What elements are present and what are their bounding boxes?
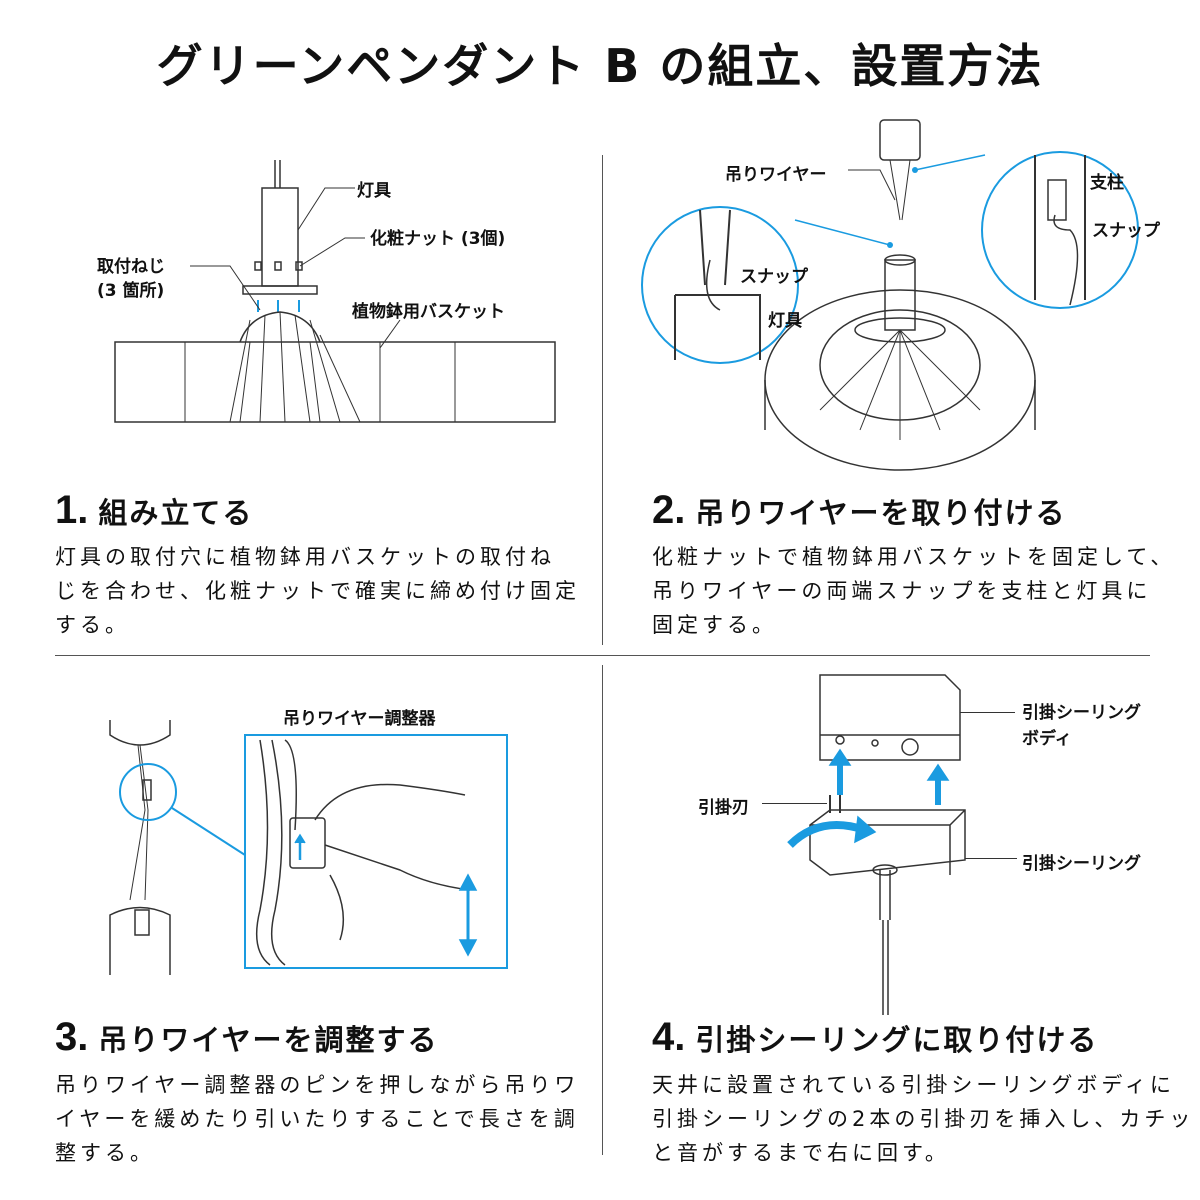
step2-description: 化粧ナットで植物鉢用バスケットを固定して、 吊りワイヤーの両端スナップを支柱と灯…	[652, 540, 1172, 642]
label-wire-adjuster: 吊りワイヤー調整器	[283, 709, 436, 729]
step2-illustration	[641, 119, 1139, 471]
divider-vertical-top	[602, 155, 603, 645]
step-number: 3.	[55, 1015, 89, 1059]
leader-line	[960, 712, 1015, 713]
divider-horizontal	[55, 655, 1150, 656]
text-line: する。	[55, 613, 130, 637]
label-snap-right: スナップ	[1092, 221, 1160, 241]
text-line: 化粧ナットで植物鉢用バスケットを固定して、	[652, 545, 1176, 569]
label-hook-blade: 引掛刃	[698, 798, 749, 818]
text-line: 固定する。	[652, 613, 777, 637]
step-title: 吊りワイヤーを調整する	[98, 1023, 439, 1057]
text-line: 整する。	[55, 1141, 155, 1165]
text-line: と音がするまで右に回す。	[652, 1141, 950, 1165]
text-line: 天井に設置されている引掛シーリングボディに	[652, 1073, 1175, 1097]
label-ceiling-body-2: ボディ	[1022, 729, 1072, 749]
text-line: 吊りワイヤーの両端スナップを支柱と灯具に	[652, 579, 1152, 603]
step2-heading: 2. 吊りワイヤーを取り付ける	[652, 488, 1067, 533]
text-line: 引掛シーリングの2本の引掛刃を挿入し、カチッ	[652, 1107, 1195, 1131]
label-mounting-screw: 取付ねじ	[97, 257, 165, 277]
text-line: じを合わせ、化粧ナットで確実に締め付け固定	[55, 579, 580, 603]
text-line: 灯具の取付穴に植物鉢用バスケットの取付ね	[55, 545, 555, 569]
text-line: イヤーを緩めたり引いたりすることで長さを調	[55, 1107, 579, 1131]
leader-line	[965, 858, 1017, 859]
page-title: グリーンペンダント B の組立、設置方法	[156, 39, 1044, 93]
step-title: 吊りワイヤーを取り付ける	[695, 496, 1067, 530]
label-planter-basket: 植物鉢用バスケット	[352, 302, 505, 322]
step3-illustration	[109, 720, 508, 975]
text-line: 吊りワイヤー調整器のピンを押しながら吊りワ	[55, 1073, 580, 1097]
step-number: 1.	[55, 488, 89, 532]
step4-heading: 4. 引掛シーリングに取り付ける	[652, 1015, 1098, 1060]
step-number: 2.	[652, 488, 686, 532]
step3-description: 吊りワイヤー調整器のピンを押しながら吊りワ イヤーを緩めたり引いたりすることで長…	[55, 1068, 575, 1170]
step1-description: 灯具の取付穴に植物鉢用バスケットの取付ね じを合わせ、化粧ナットで確実に締め付け…	[55, 540, 580, 642]
step4-description: 天井に設置されている引掛シーリングボディに 引掛シーリングの2本の引掛刃を挿入し…	[652, 1068, 1195, 1170]
step-number: 4.	[652, 1015, 686, 1059]
leader-line	[762, 803, 827, 804]
label-ceiling-rosette: 引掛シーリング	[1022, 854, 1141, 874]
label-hanging-wire: 吊りワイヤー	[725, 165, 827, 185]
label-fixture-2: 灯具	[768, 311, 802, 331]
step3-heading: 3. 吊りワイヤーを調整する	[55, 1015, 439, 1060]
label-snap-left: スナップ	[740, 267, 808, 287]
step-title: 組み立てる	[98, 496, 254, 530]
label-mounting-screw-count: (3 箇所)	[97, 281, 165, 301]
step4-illustration	[787, 674, 966, 1015]
label-post: 支柱	[1090, 173, 1124, 193]
divider-vertical-bottom	[602, 665, 603, 1155]
step-title: 引掛シーリングに取り付ける	[695, 1023, 1099, 1057]
label-decorative-nut: 化粧ナット (3個)	[370, 229, 506, 249]
label-ceiling-body: 引掛シーリング	[1022, 703, 1141, 723]
step1-illustration	[114, 160, 556, 423]
label-fixture: 灯具	[357, 181, 391, 201]
step1-heading: 1. 組み立てる	[55, 488, 253, 533]
